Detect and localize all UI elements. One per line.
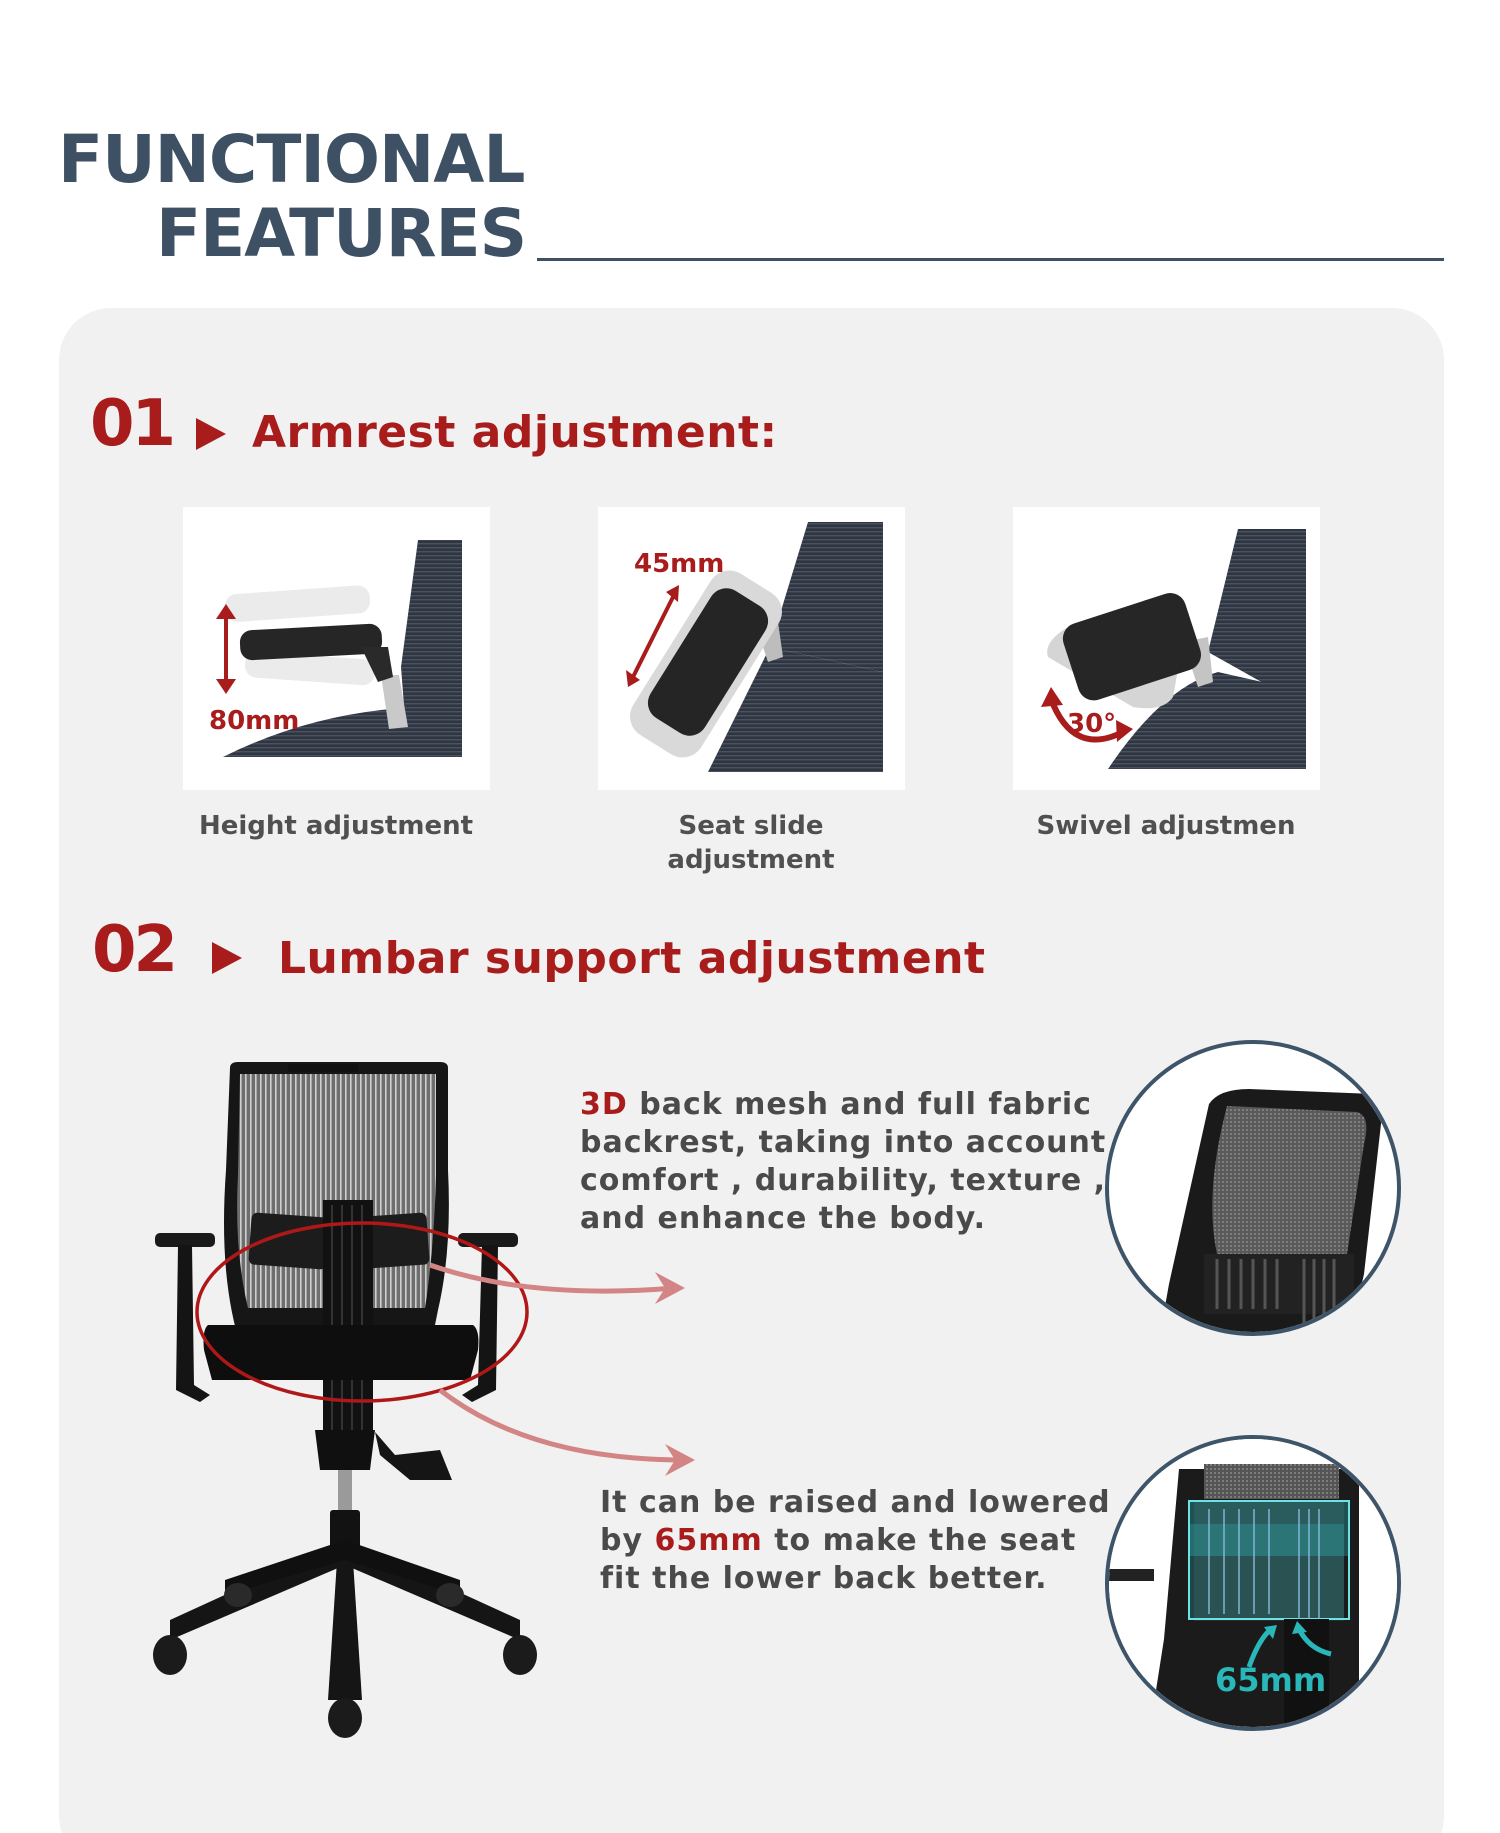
play-triangle-icon — [212, 942, 242, 974]
armrest-height-image: 80mm — [183, 507, 490, 790]
office-chair-image — [153, 1062, 695, 1738]
backrest-mesh-closeup — [1105, 1040, 1401, 1336]
section-number-02: 02 — [92, 913, 178, 987]
play-triangle-icon — [196, 418, 226, 450]
lumbar-measure: 65mm — [1215, 1661, 1327, 1699]
page-title-line2: FEATURES — [156, 195, 527, 272]
slide-measure: 45mm — [634, 549, 724, 579]
section-title-lumbar: Lumbar support adjustment — [278, 933, 986, 984]
page-title-line1: FUNCTIONAL — [58, 121, 525, 198]
tile-label-slide-line2: adjustment — [667, 845, 835, 875]
highlight-65mm: 65mm — [654, 1523, 763, 1558]
tile-label-height: Height adjustment — [198, 811, 474, 841]
title-underline — [537, 258, 1444, 261]
tile-label-slide: Seat slide adjustment — [581, 809, 921, 877]
lumbar-closeup: 65mm — [1105, 1435, 1401, 1731]
swivel-measure: 30° — [1067, 709, 1116, 739]
section-number-01: 01 — [90, 387, 176, 461]
callout-arrow-icon — [438, 1388, 686, 1463]
height-measure: 80mm — [209, 706, 299, 736]
lumbar-description: It can be raised and lowered by 65mm to … — [600, 1485, 1111, 1596]
highlight-3d: 3D — [580, 1087, 628, 1122]
tile-label-swivel: Swivel adjustmen — [1036, 811, 1296, 841]
armrest-slide-image: 45mm — [598, 507, 905, 790]
mesh-description: 3D back mesh and full fabric backrest, t… — [580, 1087, 1107, 1236]
callout-arrow-icon — [429, 1262, 676, 1294]
armrest-swivel-image: 30° — [1013, 507, 1320, 790]
section-title-armrest: Armrest adjustment: — [252, 407, 778, 458]
tile-label-slide-line1: Seat slide — [678, 811, 824, 841]
lumbar-highlight-ellipse — [195, 1221, 529, 1403]
